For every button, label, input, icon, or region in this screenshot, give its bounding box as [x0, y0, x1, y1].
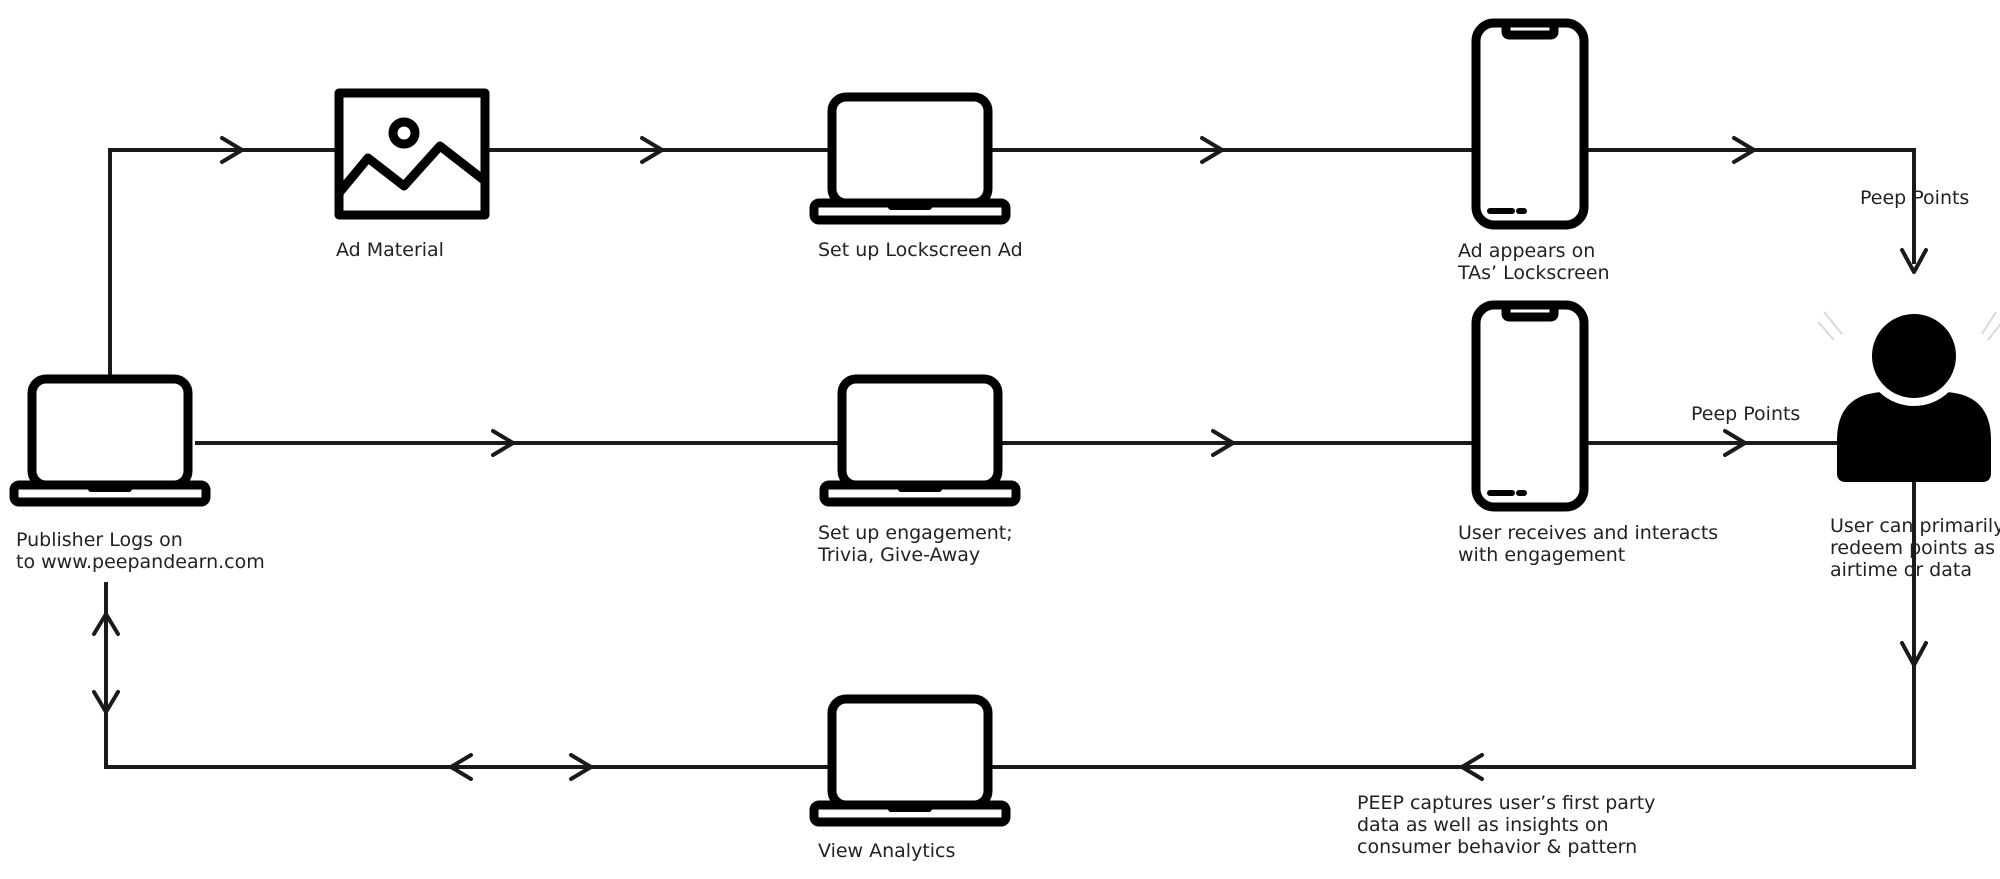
- smartphone-icon: [1471, 300, 1589, 512]
- smartphone-icon: [1471, 18, 1589, 230]
- view-analytics-label: View Analytics: [818, 840, 956, 862]
- arrow-right-5: [491, 429, 515, 457]
- arrow-right-3: [1200, 136, 1224, 164]
- user-redeem-label: User can primarily redeem points as airt…: [1830, 515, 2000, 581]
- arrow-down-return: [1900, 641, 1928, 667]
- arrow-down-publisher: [92, 690, 120, 714]
- arrow-right-1: [220, 136, 244, 164]
- setup-engagement-label: Set up engagement; Trivia, Give-Away: [818, 522, 1013, 566]
- publisher-label: Publisher Logs on to www.peepandearn.com: [16, 529, 265, 573]
- arrow-left-2: [449, 753, 473, 781]
- arrowheads: [92, 136, 1928, 781]
- laptop-icon: [809, 694, 1011, 827]
- peep-points-middle-label: Peep Points: [1691, 403, 1801, 425]
- connector-top-row: [108, 148, 1916, 379]
- arrow-right-2: [640, 136, 664, 164]
- user-receives-label: User receives and interacts with engagem…: [1458, 522, 1719, 566]
- ad-appears-label: Ad appears on TAs’ Lockscreen: [1458, 240, 1610, 284]
- image-icon: [334, 88, 490, 220]
- peep-points-top-label: Peep Points: [1860, 187, 1970, 209]
- arrow-left-1: [1460, 753, 1484, 781]
- peep-captures-label: PEEP captures user’s first party data as…: [1357, 792, 1656, 858]
- arrow-right-6: [1211, 429, 1235, 457]
- ad-material-label: Ad Material: [336, 239, 444, 261]
- user-icon: [1817, 306, 2000, 482]
- setup-lockscreen-label: Set up Lockscreen Ad: [818, 239, 1023, 261]
- arrow-right-7: [1723, 429, 1747, 457]
- arrow-right-4: [1732, 136, 1756, 164]
- laptop-icon: [9, 374, 211, 507]
- arrow-up-publisher: [92, 612, 120, 636]
- laptop-icon: [809, 92, 1011, 225]
- arrow-right-8: [569, 753, 593, 781]
- arrow-down-peep: [1900, 248, 1928, 274]
- connector-bottom-loop: [104, 480, 1916, 769]
- laptop-icon: [819, 374, 1021, 507]
